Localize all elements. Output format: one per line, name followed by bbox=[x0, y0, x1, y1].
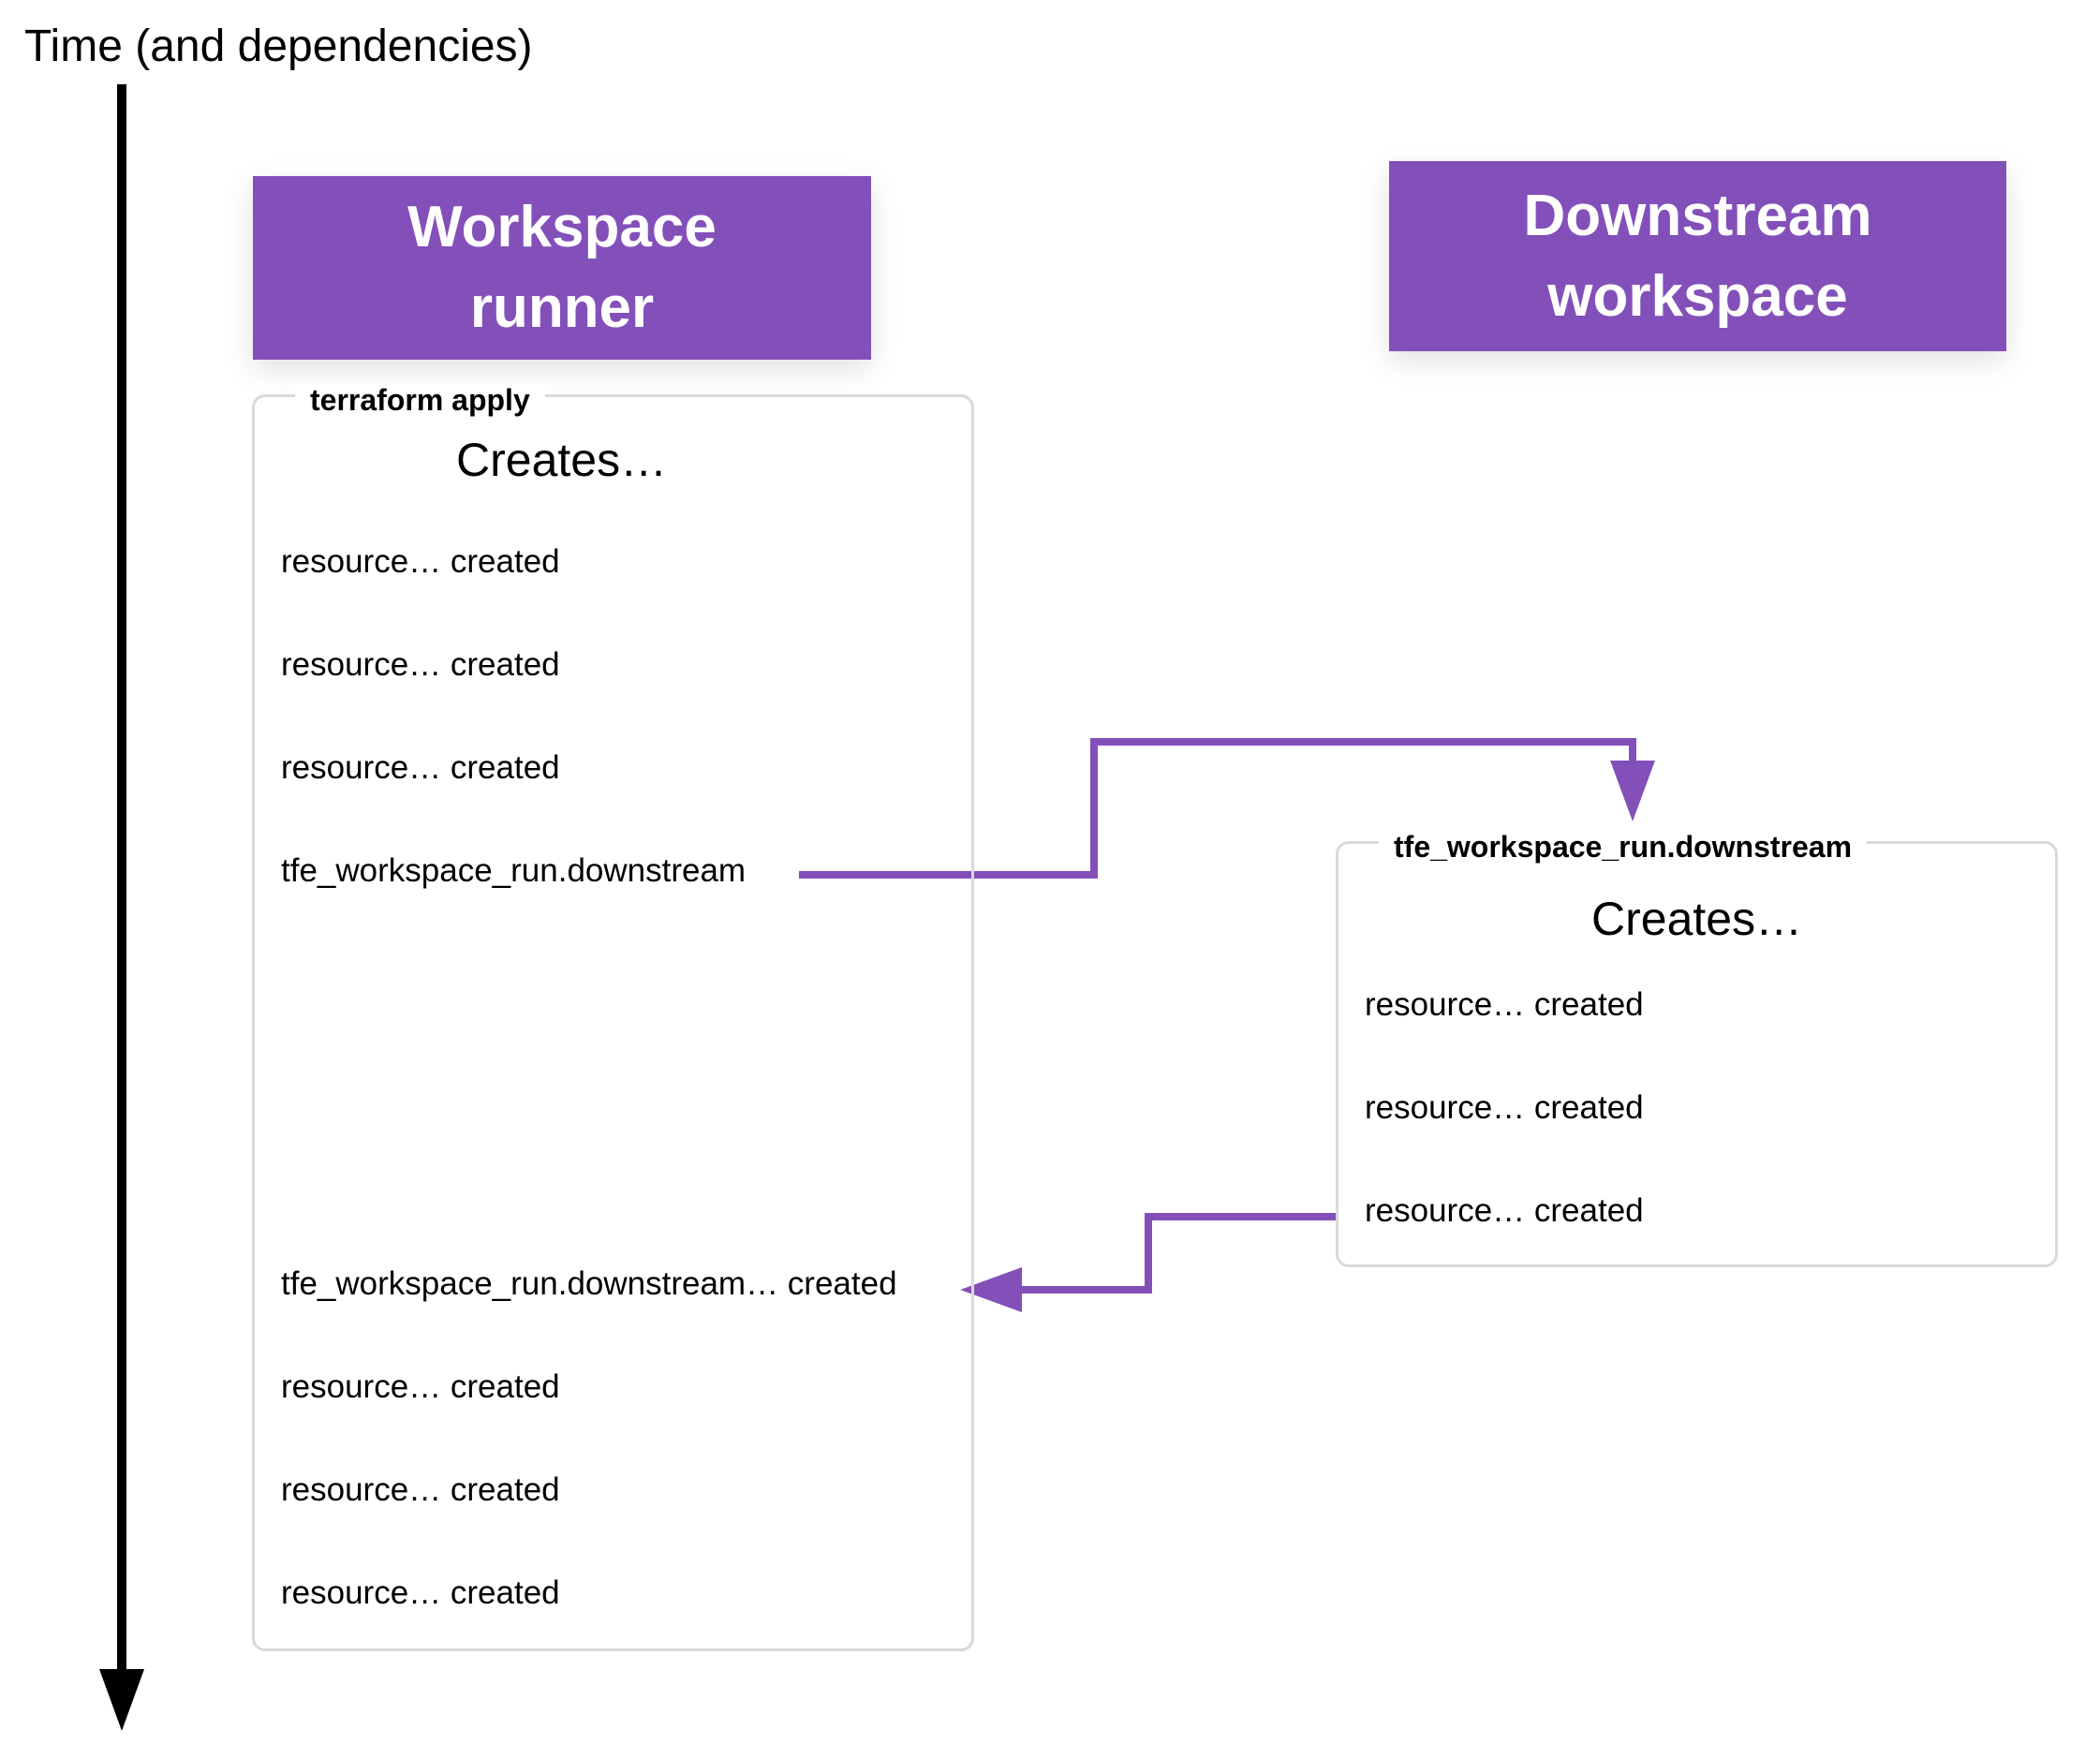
runner-row-resource-3: resource… created bbox=[281, 749, 560, 786]
downstream-workspace-title-line1: Downstream bbox=[1523, 183, 1872, 248]
downstream-row-resource-3: resource… created bbox=[1365, 1192, 1644, 1229]
completion-arrow-line bbox=[1019, 1213, 1336, 1293]
workspace-runner-title-line2: runner bbox=[469, 275, 655, 340]
workspace-runner-title-line1: Workspace bbox=[407, 195, 717, 259]
downstream-workspace-header: Downstream workspace bbox=[1389, 161, 2006, 351]
runner-row-resource-4: resource… created bbox=[281, 1368, 560, 1405]
runner-row-tfe-workspace-run: tfe_workspace_run.downstream bbox=[281, 852, 747, 889]
downstream-row-resource-2: resource… created bbox=[1365, 1089, 1644, 1126]
workspace-runner-creates-heading: Creates… bbox=[456, 434, 668, 486]
runner-row-resource-2: resource… created bbox=[281, 646, 560, 683]
trigger-arrowhead bbox=[1610, 761, 1655, 821]
completion-arrowhead bbox=[960, 1267, 1022, 1312]
runner-row-resource-6: resource… created bbox=[281, 1574, 560, 1611]
time-axis-arrowhead bbox=[99, 1669, 144, 1731]
trigger-arrow-line bbox=[799, 738, 1636, 879]
downstream-creates-heading: Creates… bbox=[1591, 893, 1803, 945]
terraform-apply-label: terraform apply bbox=[295, 383, 545, 418]
workspace-runner-header: Workspace runner bbox=[253, 176, 871, 360]
runner-row-tfe-workspace-run-created: tfe_workspace_run.downstream… created bbox=[281, 1265, 897, 1302]
downstream-run-label: tfe_workspace_run.downstream bbox=[1379, 830, 1868, 865]
runner-row-resource-5: resource… created bbox=[281, 1471, 560, 1508]
runner-row-resource-1: resource… created bbox=[281, 543, 560, 580]
time-axis-label: Time (and dependencies) bbox=[24, 22, 533, 71]
downstream-row-resource-1: resource… created bbox=[1365, 986, 1644, 1023]
terraform-apply-panel bbox=[252, 394, 974, 1651]
downstream-workspace-title-line2: workspace bbox=[1547, 263, 1848, 329]
